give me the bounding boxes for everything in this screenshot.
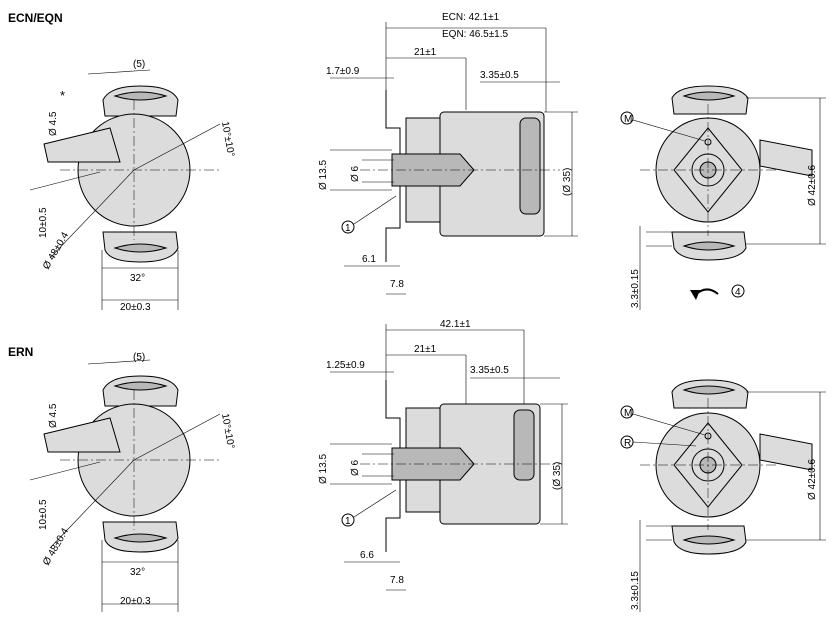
ecn-back-bottom-slot bbox=[682, 241, 736, 251]
ern-front-d48-label: Ø 48±0.4 bbox=[41, 526, 71, 567]
ern-front-top-mount bbox=[102, 375, 179, 407]
ecn-side-d78-label: 7.8 bbox=[390, 279, 404, 290]
ecn-side-c1-label: 1 bbox=[345, 223, 351, 234]
ern-back-top-slot bbox=[682, 385, 736, 395]
ecn-back-top-slot bbox=[682, 91, 736, 101]
ern-back-d33-label: 3.3±0.15 bbox=[630, 571, 641, 610]
ern-front-angle-line bbox=[133, 413, 221, 461]
ern-back-view bbox=[620, 379, 826, 612]
ern-side-d21-label: 21±1 bbox=[414, 344, 437, 355]
ecn-front-dia-line bbox=[49, 169, 135, 259]
section-heading-ern: ERN bbox=[8, 345, 33, 359]
ern-front-a32-label: 32° bbox=[130, 567, 145, 578]
ecn-side-d135-label: Ø 13.5 bbox=[318, 160, 329, 190]
ecn-front-d5-line bbox=[87, 69, 151, 75]
ern-side-slot bbox=[513, 409, 535, 481]
ern-side-d78-label: 7.8 bbox=[390, 575, 404, 586]
ern-front-dia-line bbox=[49, 459, 135, 549]
ern-front-w20-label: 20±0.3 bbox=[120, 596, 151, 607]
ern-side-d6-label: Ø 6 bbox=[350, 459, 361, 476]
ecn-side-d17-label: 1.7±0.9 bbox=[326, 66, 360, 77]
ecn-front-r10-label: 10±0.5 bbox=[38, 207, 49, 238]
ern-front-cable bbox=[43, 417, 121, 453]
ecn-side-d35-label: (Ø 35) bbox=[562, 168, 573, 196]
ecn-back-callout-m-leader bbox=[632, 119, 706, 142]
ern-front-d45-label: Ø 4.5 bbox=[48, 403, 59, 428]
ern-front-r10-label: 10±0.5 bbox=[38, 499, 49, 530]
ecn-front-a32-label: 32° bbox=[130, 273, 145, 284]
ern-back-d42-label: Ø 42±0.6 bbox=[807, 458, 818, 500]
ern-side-d135-label: Ø 13.5 bbox=[318, 454, 329, 484]
ecn-back-rotation-arrowhead bbox=[690, 290, 700, 300]
ecn-front-w20-label: 20±0.3 bbox=[120, 302, 151, 313]
ern-side-d125-label: 1.25±0.9 bbox=[326, 360, 365, 371]
ern-back-callout-m bbox=[620, 405, 634, 419]
ern-side-c1-label: 1 bbox=[345, 516, 351, 527]
ern-side-len-label: 42.1±1 bbox=[440, 319, 471, 330]
ecn-side-eqn-len: EQN: 46.5±1.5 bbox=[442, 29, 509, 40]
ecn-side-d21-label: 21±1 bbox=[414, 47, 437, 58]
ecn-back-d33-label: 3.3±0.15 bbox=[630, 269, 641, 308]
ecn-back-c4-label: 4 bbox=[735, 287, 741, 298]
ern-front-r10-line bbox=[29, 461, 101, 481]
ern-side-view bbox=[330, 324, 568, 591]
ern-side-callout-1-leader bbox=[353, 489, 397, 518]
ecn-front-angle-label: 10°±10° bbox=[219, 121, 236, 158]
ecn-side-view bbox=[330, 22, 578, 295]
ecn-front-r10-line bbox=[29, 171, 101, 191]
ern-front-d5-line bbox=[87, 359, 151, 365]
ecn-back-m-label: M bbox=[624, 114, 632, 125]
ecn-side-slot bbox=[519, 117, 541, 215]
ern-front-top-slot bbox=[113, 381, 168, 391]
ecn-front-top-mount bbox=[102, 85, 179, 117]
ecn-back-cable bbox=[759, 139, 813, 177]
ern-front-d5-label: (5) bbox=[133, 352, 145, 363]
ern-front-view bbox=[29, 359, 221, 612]
ecn-front-top-slot bbox=[113, 91, 168, 101]
ern-back-callout-r-leader bbox=[632, 441, 697, 447]
ecn-side-callout-1 bbox=[341, 220, 355, 234]
ecn-side-ecn-len: ECN: 42.1±1 bbox=[442, 12, 500, 23]
ecn-back-view bbox=[620, 85, 826, 310]
ern-front-bottom-slot bbox=[113, 533, 168, 543]
ecn-side-d335-label: 3.35±0.5 bbox=[480, 70, 519, 81]
ern-side-d35-label: (Ø 35) bbox=[552, 462, 563, 490]
ecn-side-callout-1-leader bbox=[353, 195, 397, 225]
ecn-back-callout-4 bbox=[731, 284, 745, 298]
ern-side-d66-label: 6.6 bbox=[360, 550, 374, 561]
ecn-back-callout-m bbox=[620, 111, 634, 125]
ecn-back-d42-label: Ø 42±0.6 bbox=[807, 164, 818, 206]
ern-back-r-label: R bbox=[624, 438, 631, 449]
ern-back-bottom-slot bbox=[682, 535, 736, 545]
ern-front-angle-label: 10°±10° bbox=[219, 413, 236, 450]
ecn-front-view bbox=[29, 69, 221, 310]
ern-side-d335-label: 3.35±0.5 bbox=[470, 365, 509, 376]
ecn-front-d5-label: (5) bbox=[133, 59, 145, 70]
ecn-front-angle-line bbox=[133, 123, 221, 171]
ecn-front-cable bbox=[43, 127, 121, 163]
ecn-front-bottom-slot bbox=[113, 243, 168, 253]
ecn-front-d45-label: Ø 4.5 bbox=[48, 111, 59, 136]
ecn-front-star: * bbox=[60, 88, 65, 103]
ecn-side-d6-label: Ø 6 bbox=[350, 165, 361, 182]
section-heading-ecn-eqn: ECN/EQN bbox=[8, 11, 63, 25]
ern-back-cable bbox=[759, 433, 813, 471]
ern-back-callout-m-leader bbox=[632, 413, 706, 436]
ecn-side-d61-label: 6.1 bbox=[362, 254, 376, 265]
ern-back-m-label: M bbox=[624, 408, 632, 419]
ern-side-callout-1 bbox=[341, 513, 355, 527]
